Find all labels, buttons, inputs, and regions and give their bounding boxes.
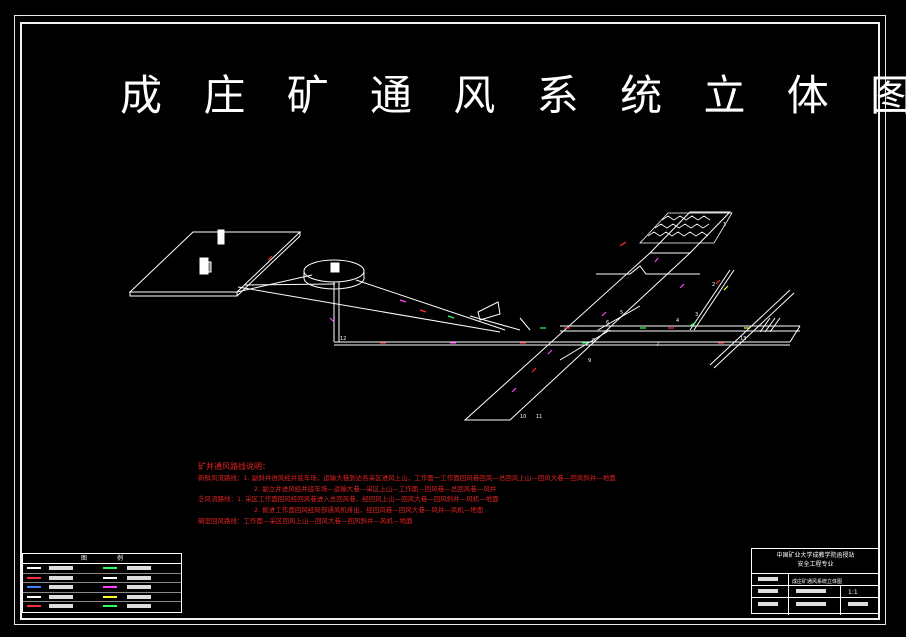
- station-number: 12: [340, 336, 346, 342]
- cell-text: [796, 602, 826, 606]
- cell-text: [758, 589, 778, 593]
- divider: [752, 573, 879, 574]
- legend-row: [23, 564, 181, 574]
- legend-header: 图 例: [23, 554, 181, 564]
- legend-label: [127, 604, 151, 608]
- divider: [840, 585, 841, 615]
- legend-symbol: [27, 576, 41, 579]
- title-block-school: 中国矿业大学成教学院函授站 安全工程专业: [752, 551, 879, 569]
- inner-border: [20, 22, 880, 620]
- station-number: 7: [656, 342, 659, 348]
- department-name: 安全工程专业: [797, 561, 834, 568]
- station-number: 5: [620, 310, 623, 316]
- legend-label: [127, 585, 151, 589]
- drawing-title: 成 庄 矿 通 风 系 统 立 体 图: [120, 71, 906, 120]
- drawing-name: 成庄矿通风系统立体图: [792, 579, 843, 585]
- legend-row: [23, 583, 181, 593]
- airflow-arrows: [267, 241, 750, 393]
- shaft-lines: [236, 274, 506, 342]
- legend-row: [23, 602, 181, 611]
- inclined-roadway: [463, 211, 732, 421]
- station-number: 6: [606, 320, 609, 326]
- station-number: 1: [723, 222, 726, 228]
- station-number: 2: [712, 282, 715, 288]
- legend-row: [23, 574, 181, 583]
- divider: [788, 573, 789, 615]
- legend-label: [127, 594, 151, 599]
- title-block: 中国矿业大学成教学院函授站 安全工程专业 成庄矿通风系统立体图 1:1: [751, 548, 880, 615]
- legend-symbol: [27, 605, 41, 607]
- station-number: 13: [740, 336, 746, 342]
- cell-text: [758, 577, 778, 581]
- outer-border: [14, 15, 886, 625]
- legend-label: [49, 594, 73, 599]
- surface-plate: [128, 229, 302, 297]
- notes-line: 硐室回风路线：工作面—采区回风上山—回风大巷—回风斜井—风机—地面: [198, 516, 413, 525]
- legend-label-right: 例: [116, 555, 123, 562]
- station-number: 3: [695, 312, 698, 318]
- legend-table: 图 例: [22, 553, 182, 613]
- notes-heading: 矿井通风路线说明：: [198, 462, 270, 471]
- legend-symbol: [103, 595, 117, 598]
- legend-label: [49, 575, 73, 580]
- legend-row: [23, 593, 181, 602]
- goaf-area: [639, 212, 733, 244]
- panel-roadways: [469, 269, 795, 369]
- station-number: 4: [676, 318, 679, 324]
- legend-label: [49, 585, 73, 589]
- legend-label: [127, 575, 151, 580]
- cell-text: [758, 602, 778, 606]
- legend-symbol: [103, 576, 117, 579]
- legend-label: [49, 604, 73, 608]
- legend-label: [127, 566, 151, 570]
- cell-text: [848, 602, 868, 606]
- scale: 1:1: [848, 589, 858, 596]
- station-numbers: 1 2 3 4 5 6 7 8 9 10 11 12 13: [340, 222, 746, 420]
- legend-label: [49, 566, 73, 570]
- notes-line: 2. 副立井进风经井底车场—运输大巷—采区上山—工作面—回风巷—总回风巷—风井: [254, 484, 497, 493]
- legend-symbol: [27, 595, 41, 598]
- ventilation-notes: 矿井通风路线说明： 新鲜风流路线：1. 副斜井进风经井底车场，运输大巷到达各采区…: [198, 462, 616, 527]
- notes-line: 乏风流路线：1. 采区工作面回风经回风巷进入总回风巷，经回风上山—回风大巷—回风…: [198, 495, 499, 504]
- station-number: 9: [588, 358, 591, 364]
- school-name: 中国矿业大学成教学院函授站: [776, 552, 855, 559]
- legend-label-left: 图: [81, 555, 88, 562]
- legend-symbol: [27, 567, 41, 569]
- station-number: 11: [536, 414, 542, 420]
- divider: [752, 597, 879, 598]
- notes-line: 2. 掘进工作面回风经局部通风机排出，经回风巷—回风大巷—风井—风机—地面: [254, 506, 484, 515]
- station-number: 8: [592, 338, 595, 344]
- cell-text: [796, 589, 826, 593]
- legend-symbol: [27, 586, 41, 588]
- legend-symbol: [103, 586, 117, 588]
- station-number: 10: [520, 414, 526, 420]
- divider: [752, 585, 879, 586]
- legend-symbol: [103, 567, 117, 569]
- legend-symbol: [103, 605, 117, 607]
- notes-line: 新鲜风流路线：1. 副斜井进风经井底车场，运输大巷到达各采区进风上山，工作面一工…: [198, 473, 616, 482]
